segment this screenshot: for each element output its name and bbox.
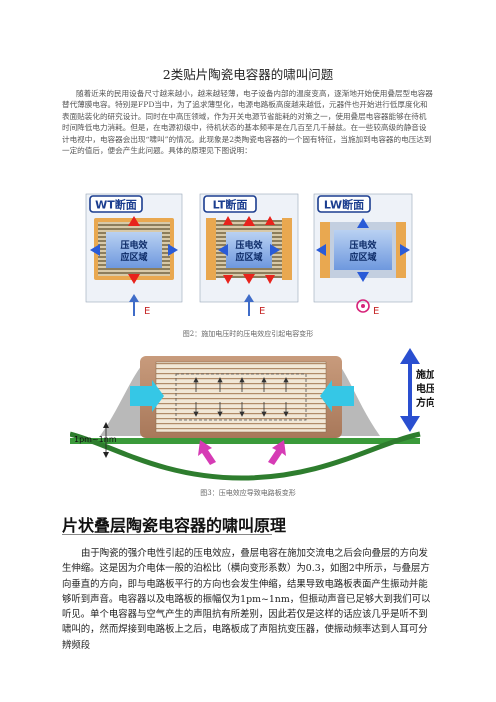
e-out-icon xyxy=(356,299,370,313)
body-paragraph: 由于陶瓷的强介电性引起的压电效应，叠层电容在施加交流电之后会向叠层的方向发生伸缩… xyxy=(62,548,431,651)
cyan-arrow-left xyxy=(130,380,164,412)
blue-arrow-down xyxy=(400,416,420,432)
amplitude-label: 1pm~1nm xyxy=(74,435,117,444)
board-flat xyxy=(70,438,420,444)
figure-2-caption: 图2：施加电压时的压电效应引起电容变形 xyxy=(182,330,314,338)
svg-text:应区域: 应区域 xyxy=(235,251,262,263)
panel-wt-region-1: 压电效 xyxy=(120,239,148,251)
svg-text:压电效: 压电效 xyxy=(349,239,377,251)
panel-lw-label: LW断面 xyxy=(324,198,364,212)
page-title: 2类贴片陶瓷电容器的啸叫问题 xyxy=(162,67,334,82)
heading-rule xyxy=(62,534,272,535)
arrow-left-blue xyxy=(90,244,100,256)
panel-wt: WT断面 压电效 应区域 E xyxy=(85,193,183,317)
svg-text:压电效: 压电效 xyxy=(235,239,263,251)
arrow-down-red xyxy=(128,274,140,284)
panel-lt-label: LT断面 xyxy=(213,198,248,212)
board-bent xyxy=(70,431,421,481)
arrow-right-blue xyxy=(168,244,178,256)
e-arrow-icon xyxy=(129,294,139,302)
magenta-arrow-left xyxy=(198,440,216,465)
figure-3: 1pm~1nm 施加 电压 方向 xyxy=(70,348,434,481)
panel-wt-label: WT断面 xyxy=(95,198,137,212)
figure-3-caption: 图3：压电效应导致电路板变形 xyxy=(200,489,296,497)
panel-wt-e: E xyxy=(144,306,150,317)
panel-lt: LT断面 压电效 应区域 E xyxy=(199,193,299,317)
svg-text:E: E xyxy=(373,306,379,317)
svg-text:电压: 电压 xyxy=(416,382,434,395)
section-heading: 片状叠层陶瓷电容器的啸叫原理 xyxy=(62,516,287,535)
e-arrow-icon xyxy=(244,294,254,302)
svg-text:方向: 方向 xyxy=(416,396,434,409)
intro-paragraph: 随着近来的民用设备尺寸越来越小，越来越轻薄，电子设备内部的温度变高，逐渐地开始使… xyxy=(62,89,433,156)
arrow-up-red xyxy=(128,216,140,226)
svg-text:E: E xyxy=(259,306,265,317)
svg-text:施加: 施加 xyxy=(416,368,434,381)
svg-text:应区域: 应区域 xyxy=(349,251,376,263)
panel-wt-region-2: 应区域 xyxy=(120,251,147,263)
magenta-arrow-right xyxy=(268,440,286,465)
figure-2: WT断面 压电效 应区域 E LT断面 压电效 应区域 E xyxy=(85,193,413,317)
cyan-arrow-right xyxy=(320,380,354,412)
panel-lw: LW断面 压电效 应区域 E xyxy=(313,193,413,317)
blue-arrow-up xyxy=(400,348,420,364)
